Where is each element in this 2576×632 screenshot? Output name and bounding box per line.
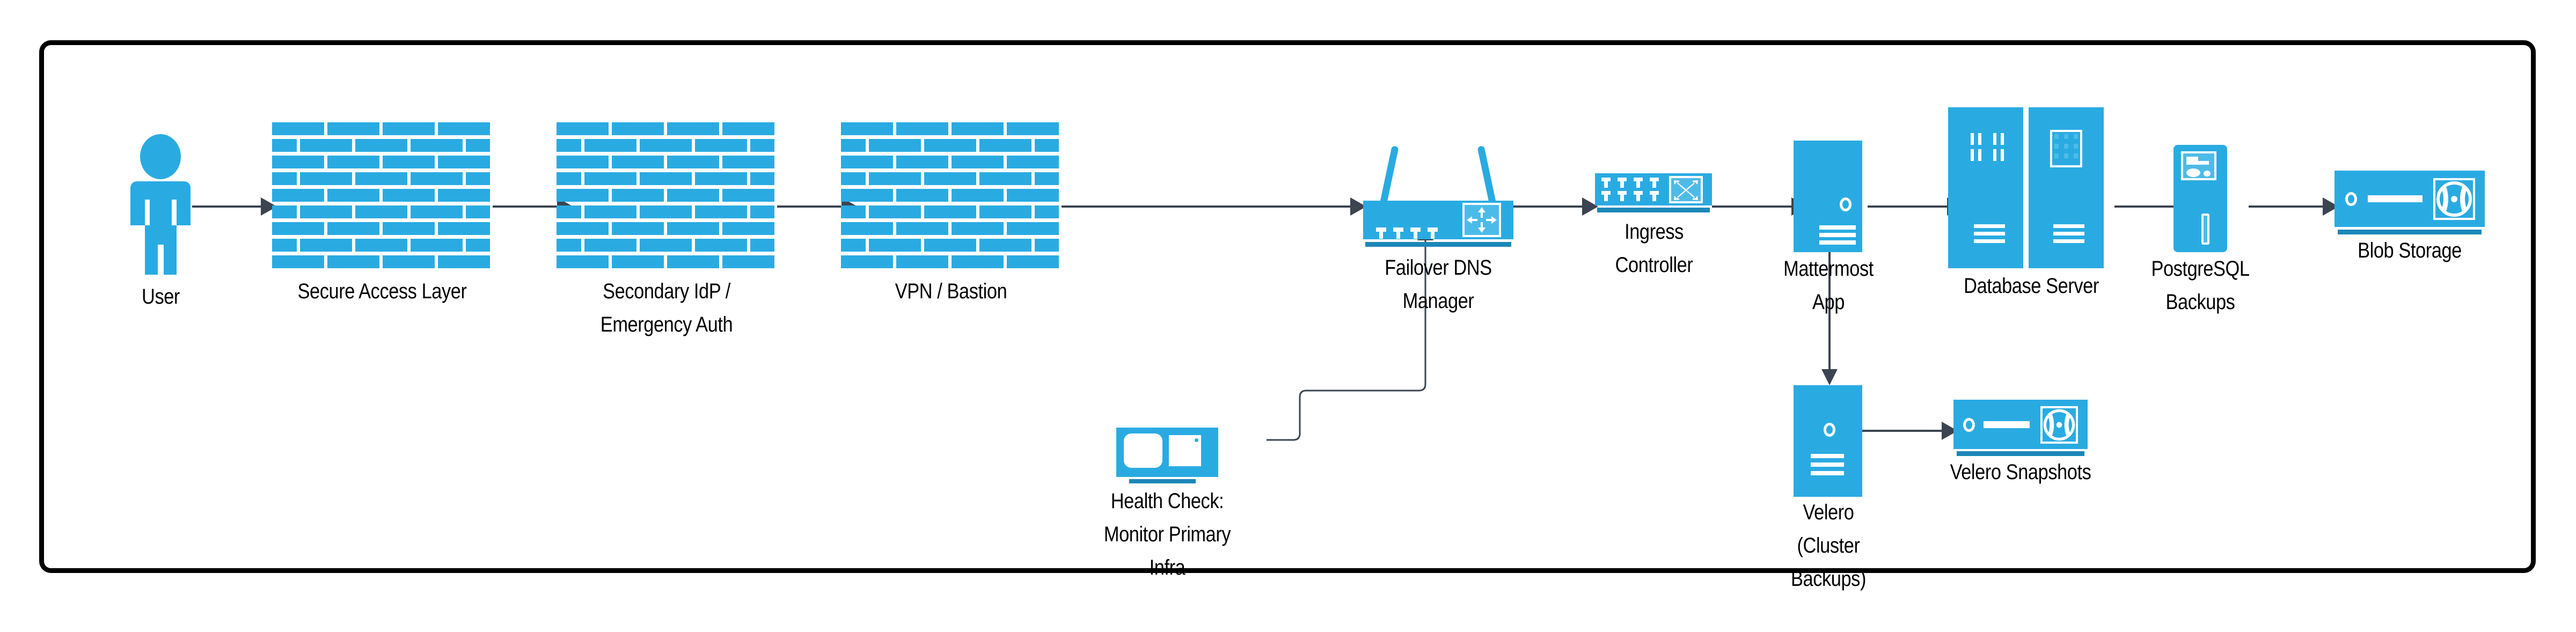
node-vpn-bastion-label: VPN / Bastion [895, 280, 1007, 303]
monitor-tablet-icon [1116, 428, 1218, 483]
node-failover-dns-label: Failover DNS Manager [1385, 256, 1492, 313]
node-user-label: User [142, 285, 180, 308]
node-velero-snapshots[interactable]: Velero Snapshots [1950, 400, 2091, 484]
tape-backup-icon [2174, 145, 2227, 252]
firewall-brick-wall-icon [272, 122, 492, 278]
node-health-check-label: Health Check: Monitor Primary Infra [1103, 489, 1231, 579]
disk-storage-icon [1953, 400, 2088, 459]
node-user[interactable]: User [130, 134, 191, 308]
server-rack-icon [1948, 107, 2114, 268]
firewall-brick-wall-icon [841, 122, 1061, 278]
node-vpn-bastion[interactable]: VPN / Bastion [841, 122, 1061, 303]
node-postgres-backups-label: PostgreSQL Backups [2151, 257, 2250, 314]
node-mattermost-app-label: Mattermost App [1783, 257, 1874, 314]
diagram-border [39, 40, 2536, 573]
node-velero[interactable]: Velero (Cluster Backups) [1791, 385, 1866, 591]
node-ingress-label: Ingress Controller [1615, 220, 1693, 277]
node-secure-access[interactable]: Secure Access Layer [272, 122, 492, 303]
person-icon [130, 134, 191, 276]
node-blob-storage[interactable]: Blob Storage [2334, 171, 2485, 262]
node-database-server-label: Database Server [1964, 274, 2099, 298]
server-tower-icon [1794, 141, 1862, 252]
node-blob-storage-label: Blob Storage [2358, 239, 2462, 262]
node-velero-snapshots-label: Velero Snapshots [1950, 460, 2091, 484]
edge-health-check-to-failover-dns [1261, 225, 1540, 451]
wireless-router-icon [1363, 144, 1513, 251]
node-secure-access-label: Secure Access Layer [297, 280, 467, 303]
network-switch-icon [1595, 173, 1712, 214]
node-velero-label: Velero (Cluster Backups) [1791, 501, 1866, 591]
node-ingress[interactable]: Ingress Controller [1595, 173, 1712, 277]
server-tower-icon [1794, 385, 1862, 497]
node-failover-dns[interactable]: Failover DNS Manager [1363, 144, 1513, 313]
firewall-brick-wall-icon [557, 122, 777, 278]
node-health-check[interactable]: Health Check: Monitor Primary Infra [1104, 428, 1231, 579]
disk-storage-icon [2334, 171, 2485, 236]
node-secondary-idp-label: Secondary IdP / Emergency Auth [600, 280, 733, 336]
node-database-server[interactable]: Database Server [1948, 107, 2114, 298]
node-mattermost-app[interactable]: Mattermost App [1783, 141, 1874, 314]
node-secondary-idp[interactable]: Secondary IdP / Emergency Auth [557, 122, 777, 336]
node-postgres-backups[interactable]: PostgreSQL Backups [2151, 145, 2250, 314]
